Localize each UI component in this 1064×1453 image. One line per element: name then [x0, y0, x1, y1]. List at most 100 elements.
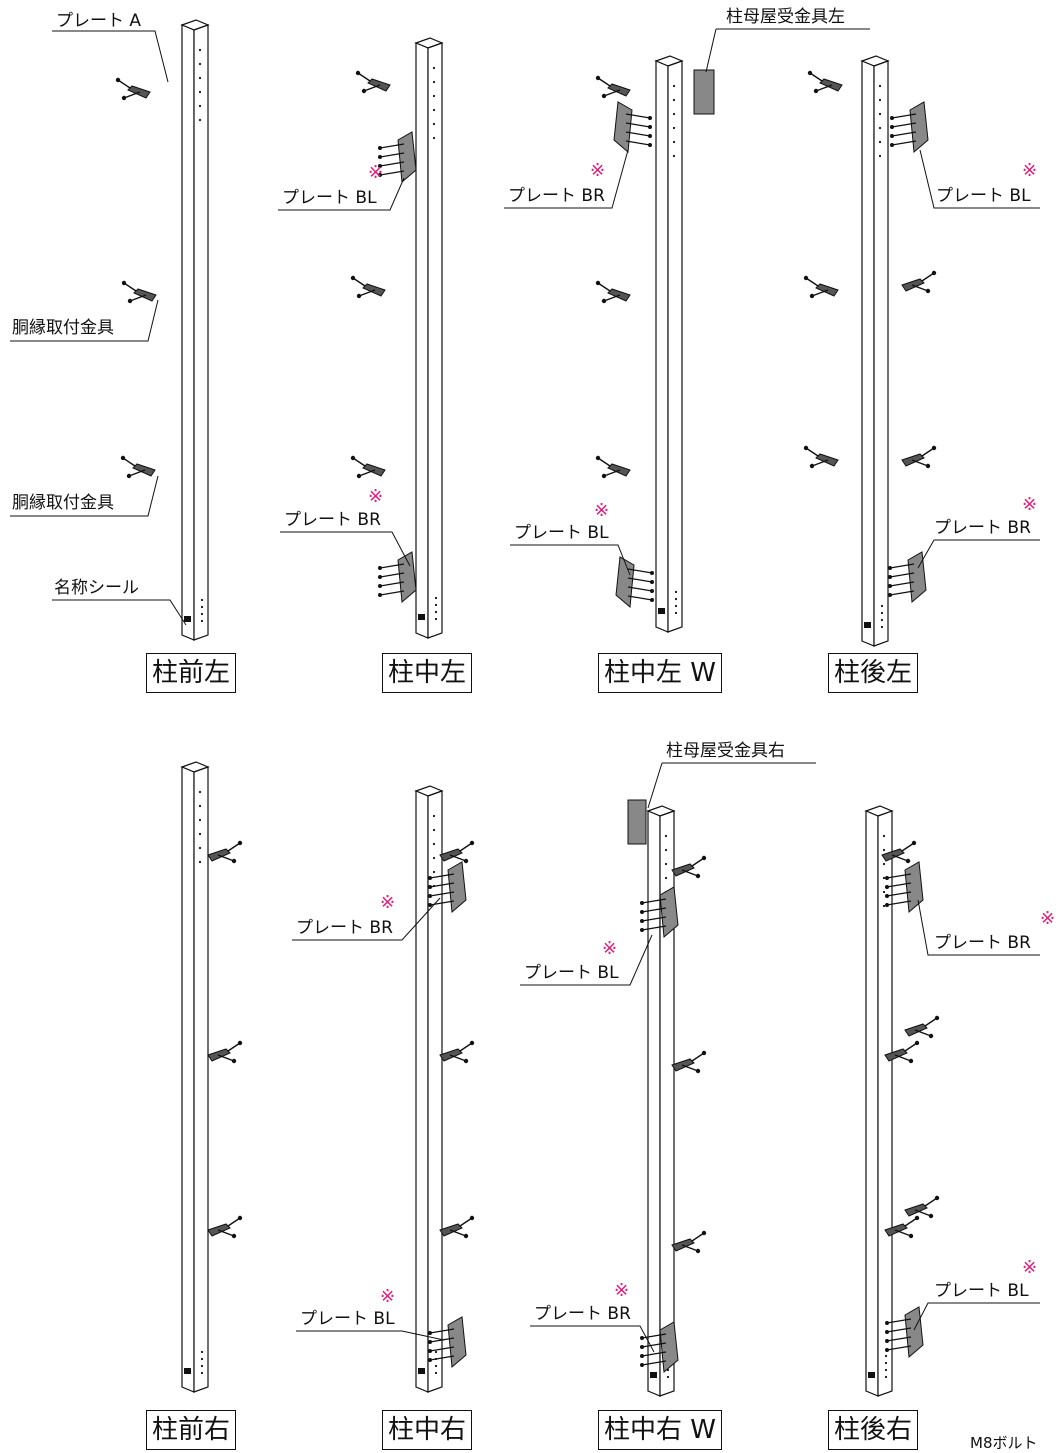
bolt [597, 77, 611, 87]
post-hole [432, 66, 436, 70]
post-hole [884, 1361, 888, 1365]
bolt [681, 1244, 699, 1252]
bolt [889, 581, 915, 587]
bolt-head [378, 566, 382, 570]
label-moya-left: 柱母屋受金具左 [726, 7, 845, 27]
bolt-head [231, 1058, 237, 1064]
plate-br-naka-migi [428, 861, 467, 914]
bolt-head [231, 1233, 237, 1239]
post-face-left [865, 810, 879, 1397]
bracket-naka-hidari-w-low [595, 455, 631, 479]
bolt [691, 1052, 705, 1062]
bolt-head [356, 293, 362, 299]
post-hole [198, 846, 202, 850]
title-mae-migi: 柱前右 [146, 1410, 237, 1450]
bolt-head [931, 270, 937, 276]
bolt [627, 568, 653, 574]
post-face-right [873, 60, 889, 647]
bolt [691, 1232, 705, 1242]
bolt [123, 91, 141, 99]
bolt [904, 1217, 918, 1227]
post-hole [672, 112, 676, 116]
post-face-right [193, 24, 209, 641]
post-hole [198, 790, 202, 794]
bolt [603, 469, 621, 477]
bolt-head [885, 903, 889, 907]
bolt-head [428, 1349, 432, 1353]
post-hole [672, 154, 676, 158]
name-seal [658, 608, 665, 614]
leader-br-3 [917, 539, 1040, 569]
note-mark-2: ※ [368, 486, 384, 507]
post-naka-migi-w [646, 805, 676, 1397]
name-seal [418, 614, 425, 620]
bolt [429, 891, 455, 897]
bolt-head [928, 1213, 934, 1219]
bolt [921, 447, 935, 457]
post-hole [200, 1357, 204, 1361]
bolt [379, 572, 405, 578]
bolt [889, 563, 915, 569]
post-hole [434, 1364, 438, 1368]
bolt-head [127, 298, 133, 304]
bracket-naka-hidari-mid [350, 275, 386, 299]
post-hole [434, 603, 438, 607]
post-hole [666, 1375, 670, 1379]
bolt-head [350, 455, 356, 461]
label-plate-br-3: プレート BR [934, 518, 1031, 538]
plate-br-naka-hidari-w [613, 101, 652, 154]
label-plate-bl-1: プレート BL [282, 188, 377, 208]
footer-note: M8ボルト [970, 1434, 1038, 1452]
label-plate-br-1: プレート BR [284, 510, 381, 530]
bolt [924, 1197, 938, 1207]
post-hole [878, 84, 882, 88]
bolt-head [463, 1058, 469, 1064]
bolt-head [378, 584, 382, 588]
post-hole [882, 834, 886, 838]
post-hole [672, 84, 676, 88]
post-hole [880, 625, 884, 629]
bolt-head [640, 1354, 644, 1358]
post-hole [432, 94, 436, 98]
bolt-head [695, 1068, 701, 1074]
bolt-head [595, 280, 601, 286]
note-mark-9: ※ [602, 938, 618, 959]
bolt [886, 891, 912, 897]
bolt-head [378, 575, 382, 579]
bracket-ushiro-migi-mid-upper [904, 1015, 940, 1039]
leader-meisho-seal [52, 599, 187, 626]
name-seal [650, 1372, 657, 1378]
bolt-head [428, 1331, 432, 1335]
bolt-head [595, 75, 601, 81]
post-face-right [659, 810, 675, 1397]
bolt-head [885, 1330, 889, 1334]
bracket-naka-migi-mid [439, 1040, 475, 1064]
post-hole [664, 862, 668, 866]
bracket-ushiro-hidari-top [807, 70, 843, 94]
bolt-head [640, 1345, 644, 1349]
bolt [217, 1054, 235, 1062]
bolt [641, 898, 667, 904]
bolt [597, 457, 611, 467]
bolt-head [908, 1058, 914, 1064]
bolt [914, 1209, 932, 1217]
plate-br-ushiro-hidari [888, 551, 927, 604]
post-hole [200, 1364, 204, 1368]
bolt [891, 131, 917, 137]
bolt-head [885, 876, 889, 880]
label-plate-bl-3: プレート BL [936, 186, 1031, 206]
leader-bl-2 [510, 544, 631, 576]
post-face-right [877, 810, 893, 1397]
bolt-head [888, 575, 892, 579]
bolt [911, 459, 929, 467]
note-mark-1: ※ [368, 162, 384, 183]
post-hole [198, 90, 202, 94]
bolt [894, 1229, 912, 1237]
leader-bl-3 [919, 149, 1040, 209]
post-hole [672, 126, 676, 130]
bolt-head [925, 463, 931, 469]
post-hole [882, 848, 886, 852]
post-hole [434, 596, 438, 600]
post-naka-hidari-w [654, 55, 684, 633]
bolt-head [888, 593, 892, 597]
